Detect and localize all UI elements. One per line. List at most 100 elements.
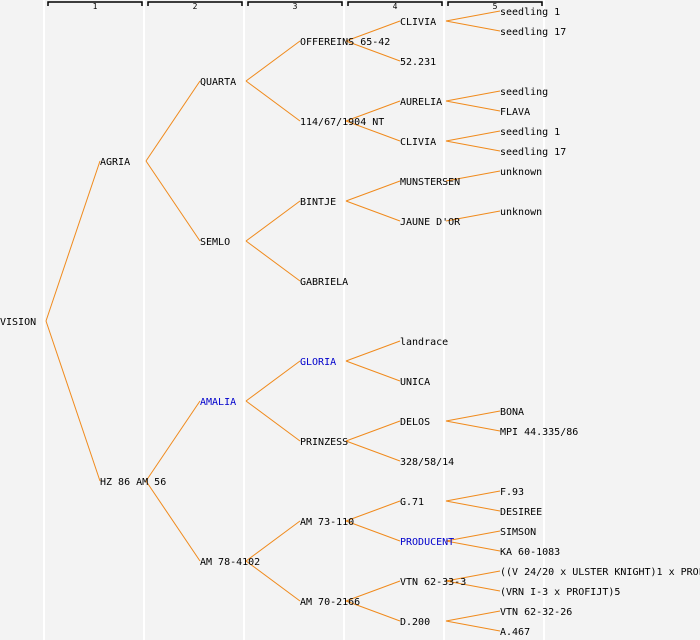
parent-edge xyxy=(345,580,401,602)
parent-edge xyxy=(445,540,501,552)
parent-edge xyxy=(445,20,501,32)
generation-bracket xyxy=(247,1,343,6)
parent-edge xyxy=(245,40,301,82)
parent-edge xyxy=(345,360,401,382)
ancestor-node[interactable]: AM 73-110 xyxy=(300,517,354,528)
ancestor-node[interactable]: 328/58/14 xyxy=(400,457,454,468)
parent-edge xyxy=(445,620,501,632)
parent-edge xyxy=(345,600,401,622)
parent-edge xyxy=(445,410,501,422)
parent-edge xyxy=(245,400,301,442)
ancestor-node[interactable]: F.93 xyxy=(500,487,524,498)
parent-edge xyxy=(145,160,201,242)
ancestor-node[interactable]: PRINZESS xyxy=(300,437,348,448)
parent-edge xyxy=(445,420,501,432)
ancestor-node[interactable]: (VRN I-3 x PROFIJT)5 xyxy=(500,587,620,598)
ancestor-node[interactable]: PRODUCENT xyxy=(400,537,454,548)
parent-edge xyxy=(345,440,401,462)
ancestor-node[interactable]: AM 78-4102 xyxy=(200,557,260,568)
ancestor-node[interactable]: 52.231 xyxy=(400,57,436,68)
parent-edge xyxy=(345,180,401,202)
ancestor-node[interactable]: VTN 62-32-26 xyxy=(500,607,572,618)
parent-edge xyxy=(345,420,401,442)
ancestor-node[interactable]: ((V 24/20 x ULSTER KNIGHT)1 x PROFIJT) xyxy=(500,567,700,578)
ancestor-node[interactable]: landrace xyxy=(400,337,448,348)
ancestor-node[interactable]: seedling 1 xyxy=(500,127,560,138)
parent-edge xyxy=(245,560,301,602)
ancestor-node[interactable]: GABRIELA xyxy=(300,277,348,288)
ancestor-node[interactable]: DELOS xyxy=(400,417,430,428)
parent-edge xyxy=(445,490,501,502)
generation-bracket xyxy=(447,1,543,6)
parent-edge xyxy=(245,240,301,282)
ancestor-node[interactable]: unknown xyxy=(500,207,542,218)
ancestor-node[interactable]: AMALIA xyxy=(200,397,236,408)
parent-edge xyxy=(345,340,401,362)
parent-edge xyxy=(345,20,401,42)
parent-edge xyxy=(445,10,501,22)
ancestor-node[interactable]: AURELIA xyxy=(400,97,442,108)
ancestor-node[interactable]: DESIREE xyxy=(500,507,542,518)
parent-edge xyxy=(445,170,501,182)
ancestor-node[interactable]: MPI 44.335/86 xyxy=(500,427,578,438)
parent-edge xyxy=(345,120,401,142)
generation-number: 5 xyxy=(493,2,498,11)
parent-edge xyxy=(245,520,301,562)
ancestor-node[interactable]: G.71 xyxy=(400,497,424,508)
ancestor-node[interactable]: unknown xyxy=(500,167,542,178)
ancestor-node[interactable]: seedling 1 xyxy=(500,7,560,18)
ancestor-node[interactable]: seedling xyxy=(500,87,548,98)
parent-edge xyxy=(345,100,401,122)
ancestor-node[interactable]: JAUNE D'OR xyxy=(400,217,461,228)
parent-edge xyxy=(445,530,501,542)
parent-edge xyxy=(445,580,501,592)
ancestor-node[interactable]: D.200 xyxy=(400,617,430,628)
generation-number: 3 xyxy=(293,2,298,11)
parent-edge xyxy=(145,400,201,482)
ancestor-node[interactable]: KA 60-1083 xyxy=(500,547,560,558)
parent-edge xyxy=(445,570,501,582)
generation-bracket xyxy=(147,1,243,6)
parent-edge xyxy=(445,140,501,152)
parent-edge xyxy=(245,200,301,242)
ancestor-node[interactable]: CLIVIA xyxy=(400,17,436,28)
ancestor-node[interactable]: VTN 62-33-3 xyxy=(400,577,466,588)
ancestor-node[interactable]: BONA xyxy=(500,407,524,418)
parent-edge xyxy=(445,210,501,222)
ancestor-node[interactable]: seedling 17 xyxy=(500,27,566,38)
ancestor-node[interactable]: HZ 86 AM 56 xyxy=(100,477,166,488)
parent-edge xyxy=(345,500,401,522)
ancestor-node[interactable]: SIMSON xyxy=(500,527,536,538)
ancestor-node[interactable]: UNICA xyxy=(400,377,430,388)
generation-bracket xyxy=(47,1,143,6)
parent-edge xyxy=(445,90,501,102)
ancestor-node[interactable]: AM 70-2166 xyxy=(300,597,360,608)
ancestor-node[interactable]: MUNSTERSEN xyxy=(400,177,460,188)
ancestor-node[interactable]: FLAVA xyxy=(500,107,530,118)
generation-number: 1 xyxy=(93,2,98,11)
parent-edge xyxy=(145,480,201,562)
ancestor-node[interactable]: 114/67/1904 NT xyxy=(300,117,384,128)
parent-edge xyxy=(145,80,201,162)
parent-edge xyxy=(345,520,401,542)
parent-edge xyxy=(45,160,101,322)
parent-edge xyxy=(345,200,401,222)
ancestor-node[interactable]: QUARTA xyxy=(200,77,236,88)
ancestor-node[interactable]: AGRIA xyxy=(100,157,130,168)
ancestor-node[interactable]: BINTJE xyxy=(300,197,336,208)
ancestor-node[interactable]: seedling 17 xyxy=(500,147,566,158)
ancestor-node[interactable]: SEMLO xyxy=(200,237,230,248)
ancestor-node[interactable]: OFFEREINS 65-42 xyxy=(300,37,390,48)
pedigree-edges xyxy=(45,10,501,632)
ancestor-node[interactable]: A.467 xyxy=(500,627,530,638)
parent-edge xyxy=(445,500,501,512)
ancestor-node[interactable]: CLIVIA xyxy=(400,137,436,148)
parent-edge xyxy=(445,610,501,622)
generation-bracket xyxy=(347,1,443,6)
parent-edge xyxy=(245,360,301,402)
ancestor-node[interactable]: GLORIA xyxy=(300,357,336,368)
root-variety[interactable]: VISION xyxy=(0,317,36,328)
